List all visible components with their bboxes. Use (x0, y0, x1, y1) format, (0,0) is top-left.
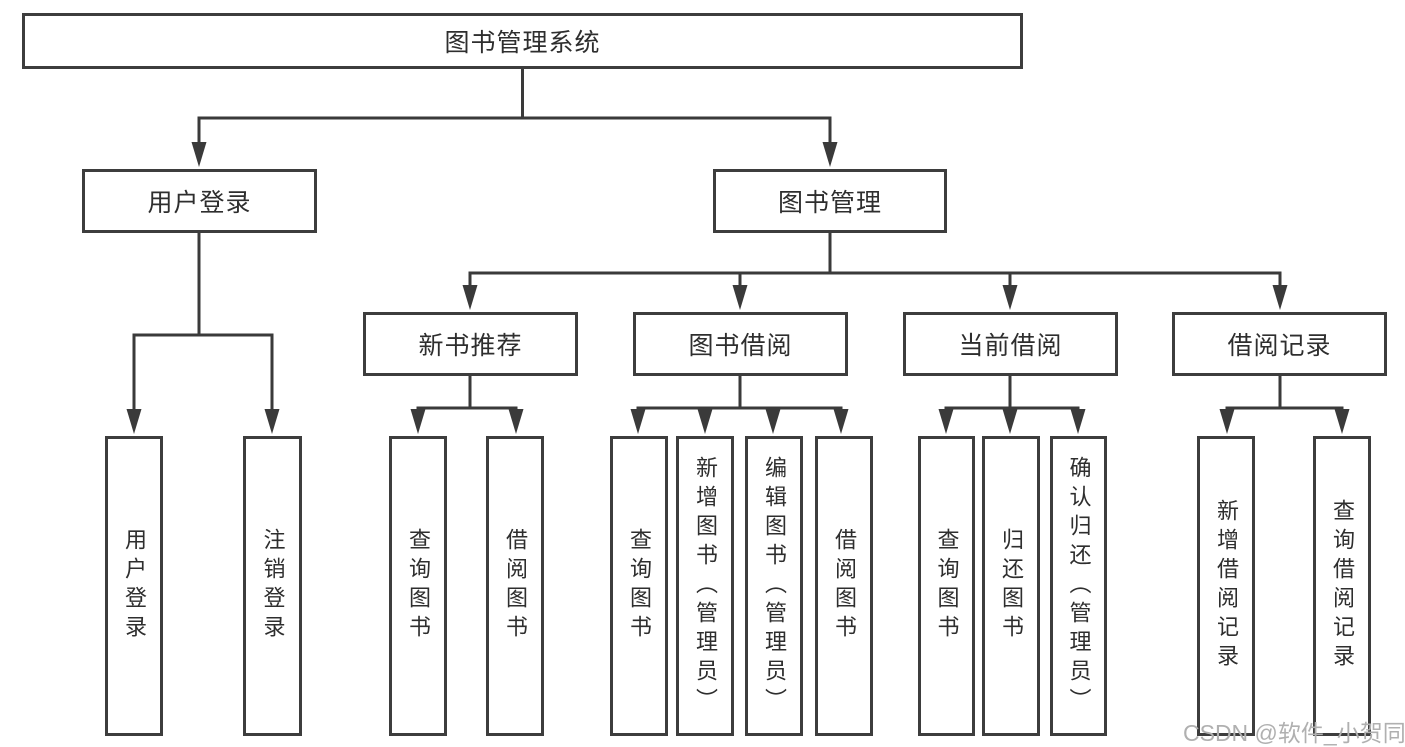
leaf-current-confirm-return-admin: 确认归还（管理员） (1050, 436, 1107, 736)
node-user-login: 用户登录 (82, 169, 317, 233)
leaf-records-query-record: 查询借阅记录 (1313, 436, 1371, 736)
leaf-user-login: 用户登录 (105, 436, 163, 736)
node-borrowing-records: 借阅记录 (1172, 312, 1387, 376)
leaf-recommend-borrow-books: 借阅图书 (486, 436, 544, 736)
node-library-management-system: 图书管理系统 (22, 13, 1023, 69)
leaf-borrowing-add-books-admin: 新增图书（管理员） (676, 436, 734, 736)
leaf-current-query-books: 查询图书 (918, 436, 975, 736)
leaf-borrowing-query-books: 查询图书 (610, 436, 668, 736)
node-current-borrowing: 当前借阅 (903, 312, 1118, 376)
leaf-recommend-query-books: 查询图书 (389, 436, 447, 736)
node-new-book-recommend: 新书推荐 (363, 312, 578, 376)
leaf-logout-login: 注销登录 (243, 436, 302, 736)
leaf-records-add-record: 新增借阅记录 (1197, 436, 1255, 736)
leaf-borrowing-borrow-books: 借阅图书 (815, 436, 873, 736)
node-book-borrowing: 图书借阅 (633, 312, 848, 376)
csdn-watermark: CSDN @软件_小贺同学 (1183, 720, 1405, 746)
node-book-management: 图书管理 (713, 169, 947, 233)
leaf-current-return-books: 归还图书 (982, 436, 1040, 736)
leaf-borrowing-edit-books-admin: 编辑图书（管理员） (745, 436, 803, 736)
